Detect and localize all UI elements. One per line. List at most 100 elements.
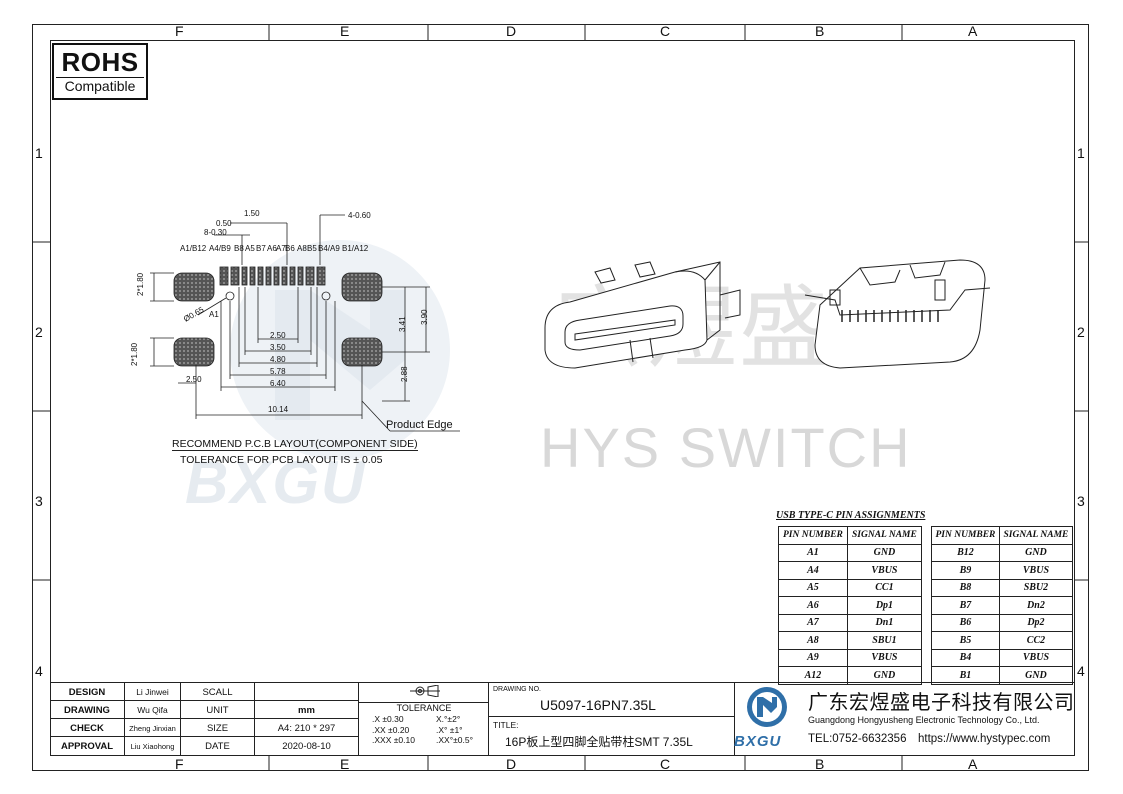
- pin-number: B9: [931, 561, 1000, 580]
- signal-name: Dn2: [998, 596, 1074, 615]
- pin-number: A8: [778, 631, 848, 650]
- company-url[interactable]: https://www.hystypec.com: [918, 733, 1051, 745]
- signal-name: VBUS: [998, 648, 1074, 667]
- company-logo-text: BXGU: [734, 733, 782, 750]
- pin-number: A5: [778, 578, 848, 597]
- zone-label-bottom-a: A: [968, 756, 978, 772]
- company-name-cn: 广东宏煜盛电子科技有限公司: [808, 692, 1075, 714]
- pcb-pin-label-a1b12: A1/B12: [180, 244, 207, 253]
- pcb-pin-label-b5: B5: [307, 244, 317, 253]
- dim-250-left: 2.50: [186, 375, 202, 384]
- zone-label-left-1: 1: [35, 145, 43, 161]
- pcb-pin-label-a7: A7: [276, 244, 286, 253]
- company-name-en: Guangdong Hongyusheng Electronic Technol…: [808, 715, 1040, 725]
- zone-label-right-4: 4: [1077, 663, 1085, 679]
- dim-050: 0.50: [216, 219, 232, 228]
- connector-front-view: [544, 261, 741, 369]
- drawing-no: U5097-16PN7.35L: [540, 697, 656, 713]
- dim-578: 5.78: [270, 367, 286, 376]
- signal-name: VBUS: [846, 561, 923, 580]
- dim-480: 4.80: [270, 355, 286, 364]
- zone-label-bottom-d: D: [506, 756, 517, 772]
- zone-label-bottom-f: F: [175, 756, 184, 772]
- pin-number: A1: [778, 543, 848, 562]
- pcb-pin-label-b8: B8: [234, 244, 244, 253]
- dim-350: 3.50: [270, 343, 286, 352]
- tolerance-linear-1: .X ±0.30: [372, 714, 404, 724]
- tb-key-scall: SCALL: [202, 686, 233, 698]
- dim-390: 3.90: [420, 309, 429, 325]
- tb-role-drawing: DRAWING: [64, 704, 110, 716]
- zone-label-left-2: 2: [35, 324, 43, 340]
- zone-label-right-2: 2: [1077, 324, 1085, 340]
- tb-role-approval: APPROVAL: [60, 740, 114, 752]
- drawing-inner-border: [50, 40, 1075, 756]
- pin-number: B12: [931, 543, 1000, 562]
- dim-150: 1.50: [244, 209, 260, 218]
- zone-label-top-c: C: [660, 23, 671, 39]
- zone-label-right-3: 3: [1077, 493, 1085, 509]
- tb-name-design: Li Jinwei: [136, 687, 169, 697]
- zone-label-top-d: D: [506, 23, 517, 39]
- title-block-grid: [50, 682, 1075, 756]
- pcb-layout-heading: RECOMMEND P.C.B LAYOUT(COMPONENT SIDE): [172, 438, 418, 451]
- pcb-layout-drawing: [150, 214, 460, 432]
- tb-value-scall: [255, 683, 358, 701]
- pin-table-a-header-signal: SIGNAL NAME: [846, 526, 923, 545]
- dim-640: 6.40: [270, 379, 286, 388]
- zone-label-top-b: B: [815, 23, 825, 39]
- pin-number: B8: [931, 578, 1000, 597]
- company-tel: TEL:0752-6632356: [808, 733, 907, 745]
- tb-role-check: CHECK: [70, 722, 104, 734]
- zone-label-top-e: E: [340, 23, 350, 39]
- dim-2x180-bottom: 2*1.80: [130, 342, 139, 366]
- signal-name: Dn1: [846, 613, 923, 632]
- pin-table-b-header-pin: PIN NUMBER: [931, 526, 1000, 545]
- tb-value-size: A4: 210 * 297: [277, 722, 336, 734]
- signal-name: GND: [846, 666, 923, 685]
- tb-key-date: DATE: [205, 740, 230, 752]
- company-logo-icon: [747, 687, 787, 727]
- pin-number: A6: [778, 596, 848, 615]
- pcb-pin-label-a4b9: A4/B9: [209, 244, 231, 253]
- projection-symbol-icon: [410, 685, 440, 697]
- pin-number: B7: [931, 596, 1000, 615]
- pin-number: B4: [931, 648, 1000, 667]
- drawing-title: 16P板上型四脚全贴带柱SMT 7.35L: [505, 735, 693, 749]
- pin-number: A7: [778, 613, 848, 632]
- dim-288: 2.88: [400, 366, 409, 382]
- signal-name: VBUS: [846, 648, 923, 667]
- pin-number: B5: [931, 631, 1000, 650]
- watermark-bxgu: BXGU: [185, 449, 367, 516]
- pcb-pin-label-a6: A6: [267, 244, 277, 253]
- zone-label-left-4: 4: [35, 663, 43, 679]
- connector-rear-view: [804, 259, 991, 369]
- watermark-hys-switch: HYS SWITCH: [540, 416, 912, 479]
- signal-name: SBU1: [846, 631, 923, 650]
- tb-name-drawing: Wu Qifa: [137, 705, 168, 715]
- pcb-pin-label-a5: A5: [245, 244, 255, 253]
- signal-name: GND: [998, 666, 1074, 685]
- pcb-pin-label-b6: B6: [285, 244, 295, 253]
- signal-name: Dp1: [846, 596, 923, 615]
- pin-table-a-header-pin: PIN NUMBER: [778, 526, 848, 545]
- tolerance-angle-3: .XX°±0.5°: [436, 735, 473, 745]
- dim-2x180-top: 2*1.80: [136, 272, 145, 296]
- pin-number: B6: [931, 613, 1000, 632]
- pcb-tolerance-note: TOLERANCE FOR PCB LAYOUT IS ± 0.05: [180, 454, 383, 466]
- signal-name: CC2: [998, 631, 1074, 650]
- signal-name: GND: [998, 543, 1074, 562]
- signal-name: GND: [846, 543, 923, 562]
